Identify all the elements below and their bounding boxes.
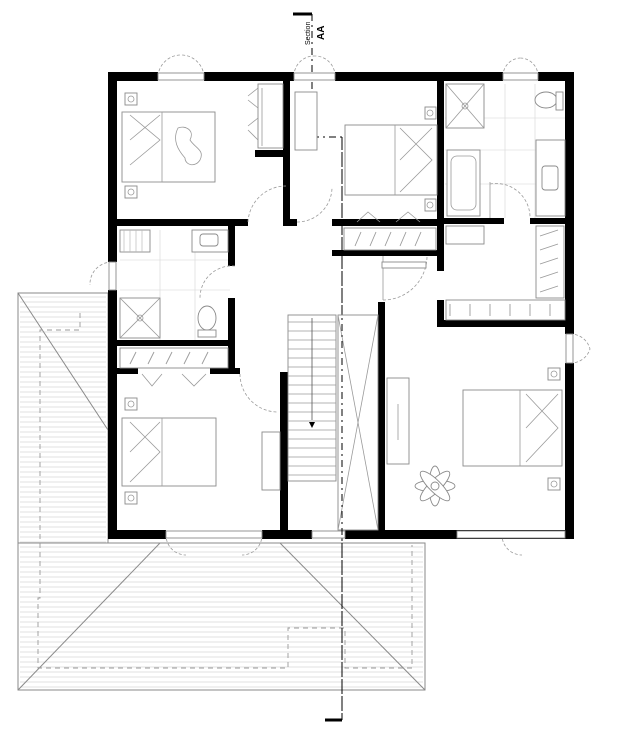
bed <box>462 389 563 467</box>
shelf <box>119 229 151 253</box>
bed-fold <box>129 418 163 486</box>
toilet <box>534 91 558 109</box>
desk <box>294 91 318 151</box>
nightstand <box>124 491 138 505</box>
roof-hip-line <box>279 542 426 691</box>
wall-below-dashed <box>37 313 413 669</box>
roof-hip-line <box>17 542 161 691</box>
bed <box>344 124 438 196</box>
nightstand <box>424 106 437 120</box>
toilet <box>197 305 217 331</box>
bedroom-2 <box>294 91 438 269</box>
nightstand <box>124 185 138 199</box>
staircase <box>287 314 379 531</box>
desk <box>261 431 281 491</box>
nightstand <box>547 477 561 491</box>
roof-hip-line <box>17 292 109 431</box>
closet-doors <box>356 211 421 223</box>
bathtub <box>446 149 481 217</box>
bed-blanket <box>122 111 163 183</box>
bathroom-left <box>119 229 229 387</box>
bedroom-3 <box>121 397 281 505</box>
bed-fold <box>519 390 559 466</box>
nightstand <box>124 397 138 411</box>
section-id: AA <box>316 26 327 40</box>
master-bedroom <box>386 367 563 507</box>
roof-outline-left <box>17 292 109 544</box>
roof-hatch-bottom <box>20 546 423 688</box>
closet <box>535 225 565 299</box>
nightstand <box>124 92 138 106</box>
shelf <box>381 261 427 269</box>
bathroom-right <box>445 83 566 321</box>
closet <box>119 347 229 369</box>
section-word: Section <box>305 22 312 45</box>
plant <box>414 465 456 507</box>
closet-doors <box>141 373 207 387</box>
stair-arrow <box>309 422 315 428</box>
person-figure <box>175 126 202 166</box>
closet-doors <box>247 87 259 141</box>
roof-hatch-left <box>20 296 106 543</box>
nightstand <box>547 367 561 381</box>
bed-fold <box>394 125 433 195</box>
sink <box>541 165 559 191</box>
windows <box>108 72 574 539</box>
lower-roof <box>17 292 426 691</box>
walls <box>108 72 574 539</box>
nightstand <box>424 198 437 212</box>
sink <box>199 233 219 247</box>
bedroom-1 <box>121 83 284 199</box>
shelf <box>445 225 485 245</box>
bed <box>121 111 216 183</box>
bed-fold <box>129 114 161 166</box>
counter <box>445 299 566 321</box>
closet <box>343 227 437 251</box>
